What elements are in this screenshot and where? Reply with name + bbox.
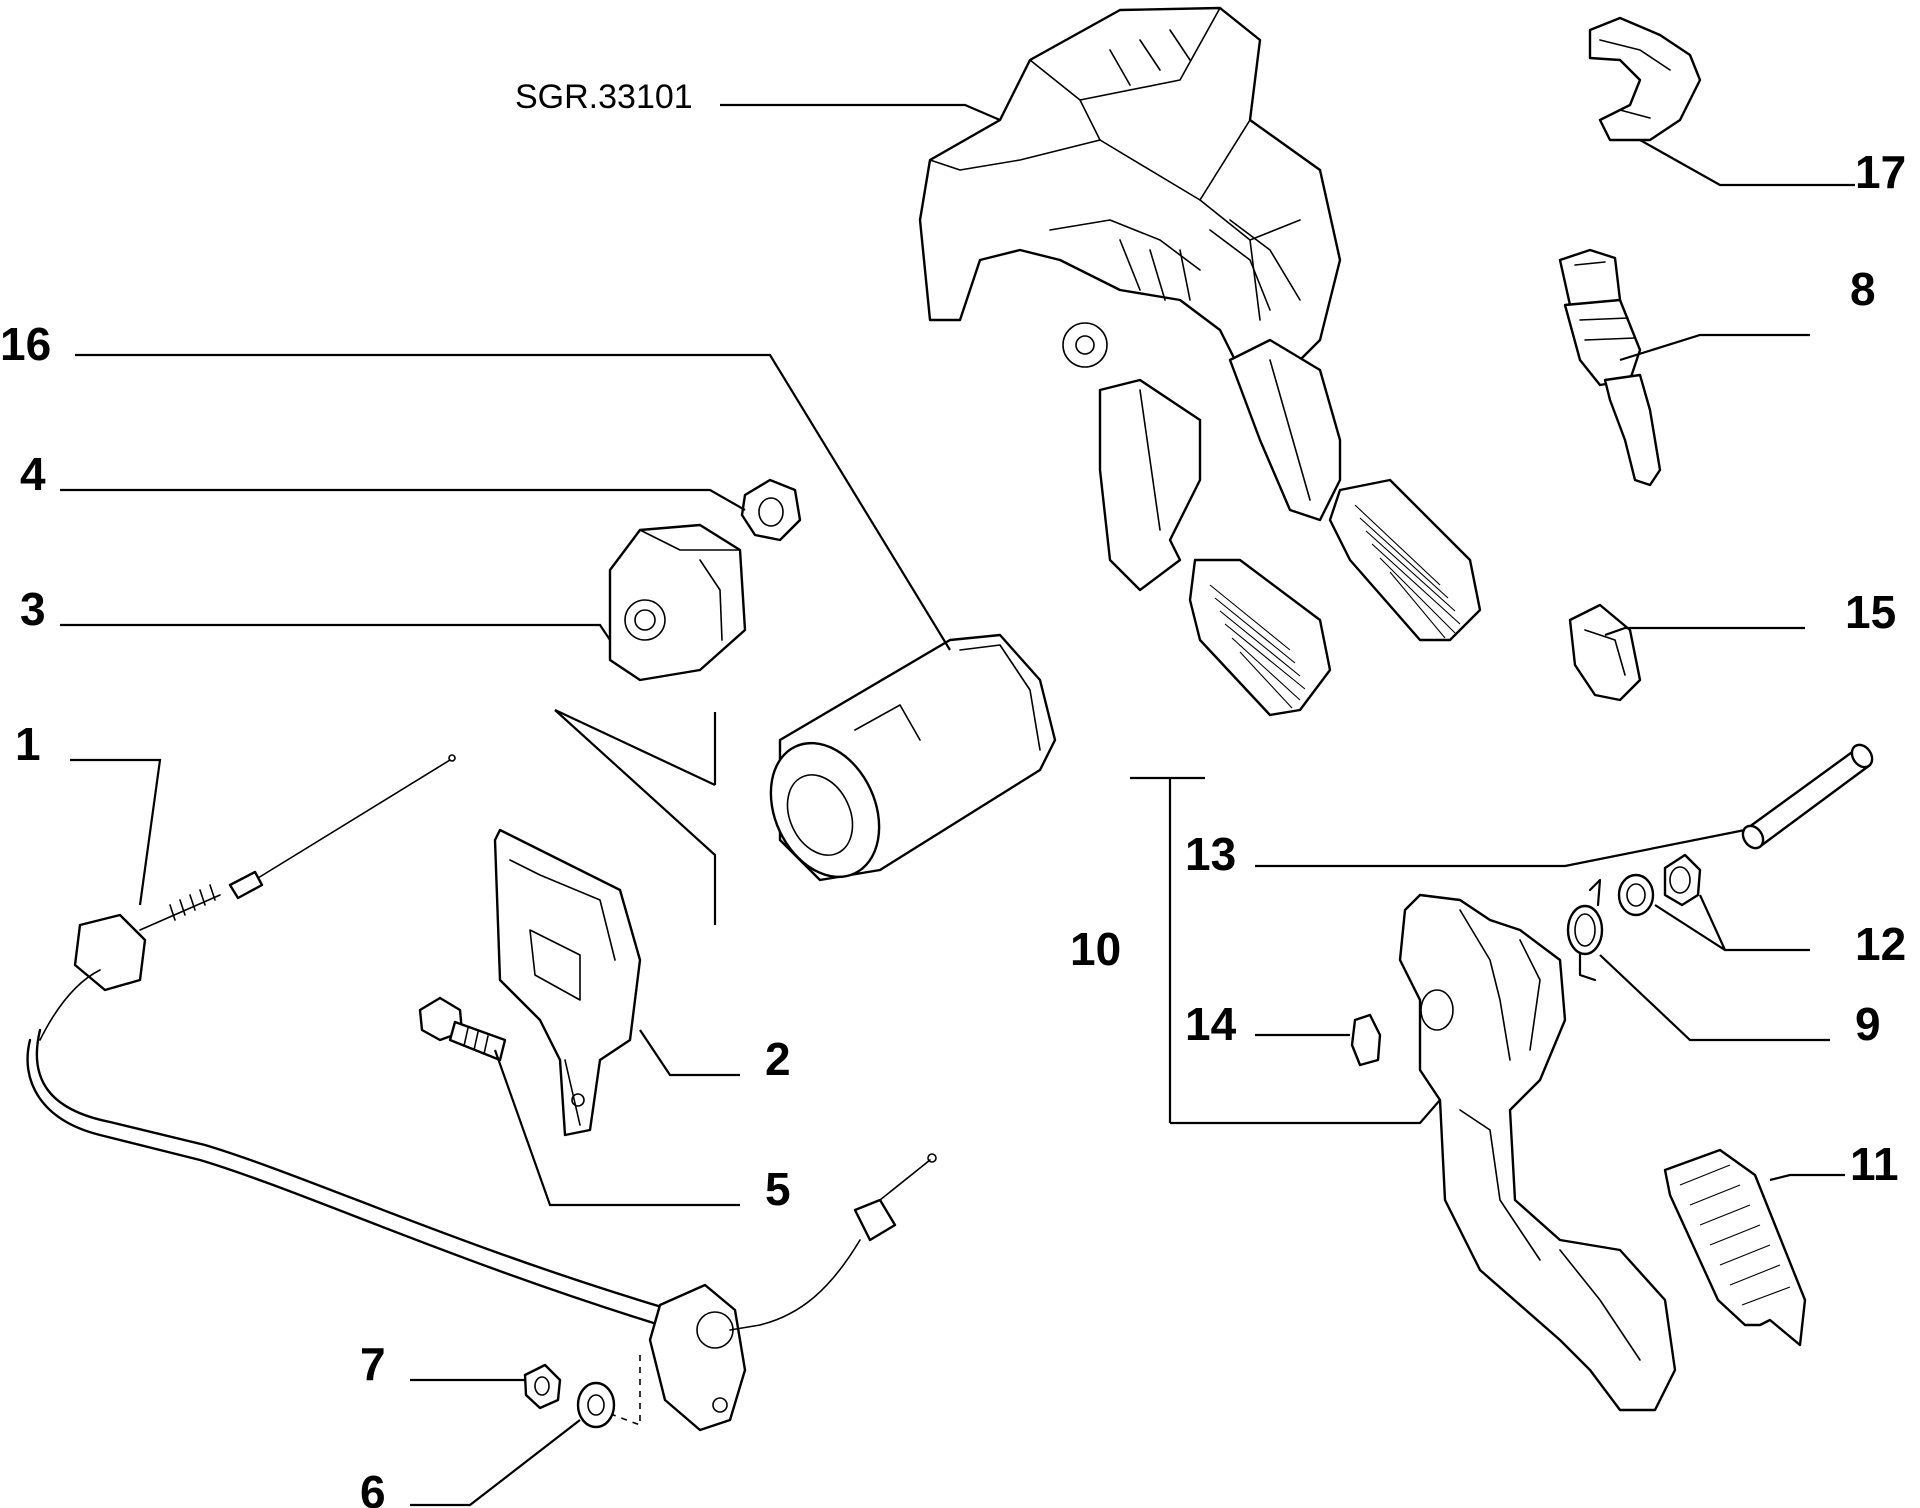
- callout-1: 1: [15, 718, 41, 770]
- part-8-switch: [1558, 248, 1662, 487]
- left-pedal-rubber-ribs: [1209, 584, 1306, 709]
- part-11-pedal-pad: [1663, 1148, 1807, 1347]
- leader-17: [1639, 139, 1855, 187]
- part-15-clip: [1568, 603, 1642, 702]
- part-9-spring: [1566, 878, 1604, 982]
- callout-7: 7: [360, 1338, 386, 1390]
- callout-2: 2: [765, 1033, 791, 1085]
- callout-15: 15: [1845, 586, 1896, 638]
- leader-16: [75, 353, 951, 651]
- callout-9: 9: [1855, 998, 1881, 1050]
- part-6-washer: [576, 1381, 616, 1429]
- callout-11: 11: [1850, 1138, 1899, 1190]
- part-4-nut: [740, 478, 802, 542]
- callout-10: 10: [1070, 923, 1121, 975]
- leader-1: [70, 758, 162, 906]
- part-10-pedal-arm: [1398, 893, 1677, 1412]
- part-14-clip: [1350, 1013, 1382, 1067]
- leader-8: [1619, 333, 1810, 362]
- leader-10: [1170, 1099, 1441, 1125]
- callout-6: 6: [360, 1466, 386, 1508]
- callout-17: 17: [1855, 146, 1906, 198]
- leader-12: [1654, 894, 1810, 952]
- callout-8: 8: [1850, 263, 1876, 315]
- leader-9: [1599, 954, 1830, 1042]
- part-7-nut: [523, 1363, 562, 1410]
- callout-12: 12: [1855, 918, 1906, 970]
- leader-4: [60, 488, 746, 511]
- part-16-damper: [769, 633, 1057, 882]
- leader-lines: [60, 103, 1855, 1507]
- pedal-box-assembly: [918, 6, 1482, 717]
- callout-14: 14: [1185, 998, 1237, 1050]
- callout-5: 5: [765, 1163, 791, 1215]
- right-pedal-rubber-ribs: [1354, 504, 1461, 639]
- callout-4: 4: [20, 448, 46, 500]
- leader-2: [639, 1029, 740, 1077]
- leader-15: [1604, 626, 1805, 637]
- leader-13: [1255, 828, 1746, 868]
- callout-3: 3: [20, 583, 46, 635]
- part-13-pivot-pin: [1741, 743, 1874, 850]
- leader-6: [410, 1419, 581, 1507]
- part-2-bracket: [493, 828, 642, 1137]
- part-12-bushings: [1617, 853, 1702, 917]
- part-17-clip: [1588, 16, 1702, 142]
- part-1-clutch-cable: [26, 754, 937, 1432]
- drawing-code-label: SGR.33101: [515, 78, 693, 116]
- callout-labels: SGR.33101 17 8 15 16 4 3 1 2 5 7 6 13 10…: [0, 78, 1906, 1508]
- part-5-bolt: [418, 996, 507, 1062]
- leader-11: [1769, 1173, 1845, 1182]
- callout-13: 13: [1185, 828, 1236, 880]
- grouping-lines: [554, 709, 1205, 1123]
- callout-16: 16: [0, 318, 51, 370]
- pedal-pad-rubber-ribs: [1679, 1164, 1791, 1306]
- leader-drawing-code: [720, 103, 1001, 122]
- leader-5: [493, 1049, 740, 1207]
- part-3-bracket-block: [608, 523, 747, 682]
- leader-3: [60, 623, 611, 641]
